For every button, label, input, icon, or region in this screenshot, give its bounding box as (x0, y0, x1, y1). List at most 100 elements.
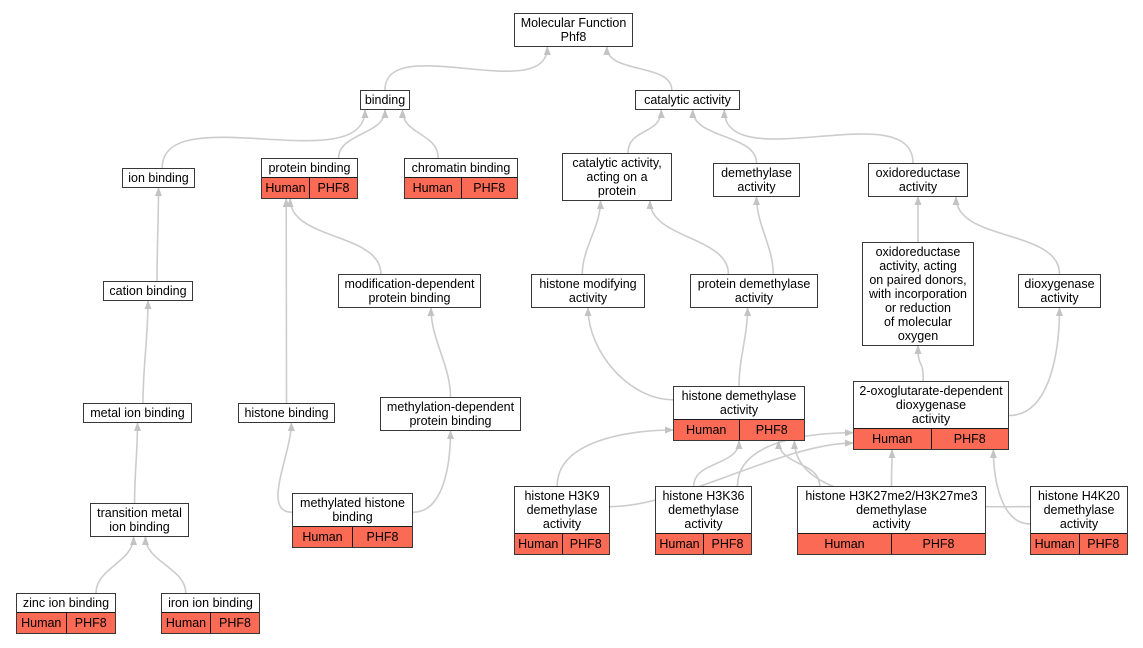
node-label-line: histone H3K9 (524, 489, 600, 503)
node-binding[interactable]: binding (360, 90, 410, 110)
node-label-line: cation binding (109, 284, 187, 298)
node-label-line: protein demethylase (697, 277, 811, 291)
node-label: protein binding (262, 159, 357, 177)
annotation-cell-phf8[interactable]: PHF8 (892, 534, 985, 554)
node-label-line: histone modifying (539, 277, 637, 291)
annotation-cell-human[interactable]: Human (854, 429, 932, 449)
annotation-cell-human[interactable]: Human (656, 534, 704, 554)
annotation-cell-phf8[interactable]: PHF8 (562, 534, 609, 554)
annotation-cell-human[interactable]: Human (262, 178, 310, 198)
node-label-line: activity (737, 180, 776, 194)
node-label-line: oxygen (897, 329, 939, 343)
node-label-line: 2-oxoglutarate-dependent (859, 384, 1003, 398)
node-label-line: protein binding (409, 414, 492, 428)
annotation-cell-phf8[interactable]: PHF8 (310, 178, 357, 198)
node-label-line: of molecular (883, 315, 953, 329)
node-label: zinc ion binding (17, 594, 115, 612)
annotation-cell-phf8[interactable]: PHF8 (931, 429, 1008, 449)
node-label-line: or reduction (884, 301, 951, 315)
node-label: binding (361, 91, 409, 109)
annotation-cell-human[interactable]: Human (1031, 534, 1080, 554)
node-label-line: binding (332, 510, 373, 524)
node-label-line: on paired donors, (869, 273, 967, 287)
annotation-cell-phf8[interactable]: PHF8 (66, 613, 115, 633)
annotation-cell-human[interactable]: Human (674, 420, 740, 440)
node-label-line: protein binding (368, 291, 451, 305)
annotation-cell-phf8[interactable]: PHF8 (739, 420, 804, 440)
annotation-cell-human[interactable]: Human (17, 613, 67, 633)
node-label-line: histone binding (244, 406, 329, 420)
node-metal[interactable]: metal ion binding (83, 403, 192, 423)
node-label-line: methylation-dependent (386, 400, 515, 414)
node-label: iron ion binding (162, 594, 259, 612)
node-label-line: methylated histone (300, 496, 405, 510)
node-label-line: zinc ion binding (22, 596, 110, 610)
node-label-line: chromatin binding (411, 161, 511, 175)
annotation-cell-phf8[interactable]: PHF8 (353, 527, 412, 547)
node-label-line: ion binding (109, 520, 170, 534)
node-cation[interactable]: cation binding (103, 281, 193, 301)
node-label-line: demethylase (856, 503, 927, 517)
node-label-line: activity (1040, 291, 1079, 305)
node-label-line: oxidoreductase (875, 166, 961, 180)
annotation-cell-human[interactable]: Human (515, 534, 563, 554)
node-label-line: activity (911, 412, 951, 426)
annotation-cell-human[interactable]: Human (162, 613, 211, 633)
node-label-line: catalytic activity, (572, 156, 662, 170)
node-catalytic[interactable]: catalytic activity (635, 90, 740, 110)
node-histone-binding[interactable]: histone binding (238, 403, 335, 423)
annotation-cell-phf8[interactable]: PHF8 (211, 613, 259, 633)
node-label: cation binding (104, 282, 192, 300)
annotation-cell-human[interactable]: Human (405, 178, 462, 198)
node-label-line: demethylase (526, 503, 598, 517)
node-label: chromatin binding (405, 159, 517, 177)
annotation-cell-phf8[interactable]: PHF8 (704, 534, 751, 554)
node-label: catalytic activity (636, 91, 739, 109)
annotation-cell-human[interactable]: Human (798, 534, 892, 554)
annotation-cell-human[interactable]: Human (293, 527, 353, 547)
node-label-line: iron ion binding (168, 596, 253, 610)
annotation-cell-phf8[interactable]: PHF8 (1079, 534, 1127, 554)
annotation-cell-phf8[interactable]: PHF8 (461, 178, 517, 198)
node-label-line: Molecular Function (520, 16, 627, 30)
node-ion[interactable]: ion binding (122, 168, 195, 188)
node-label-line: dioxygenase (1024, 277, 1095, 291)
node-label-line: Phf8 (560, 30, 587, 44)
